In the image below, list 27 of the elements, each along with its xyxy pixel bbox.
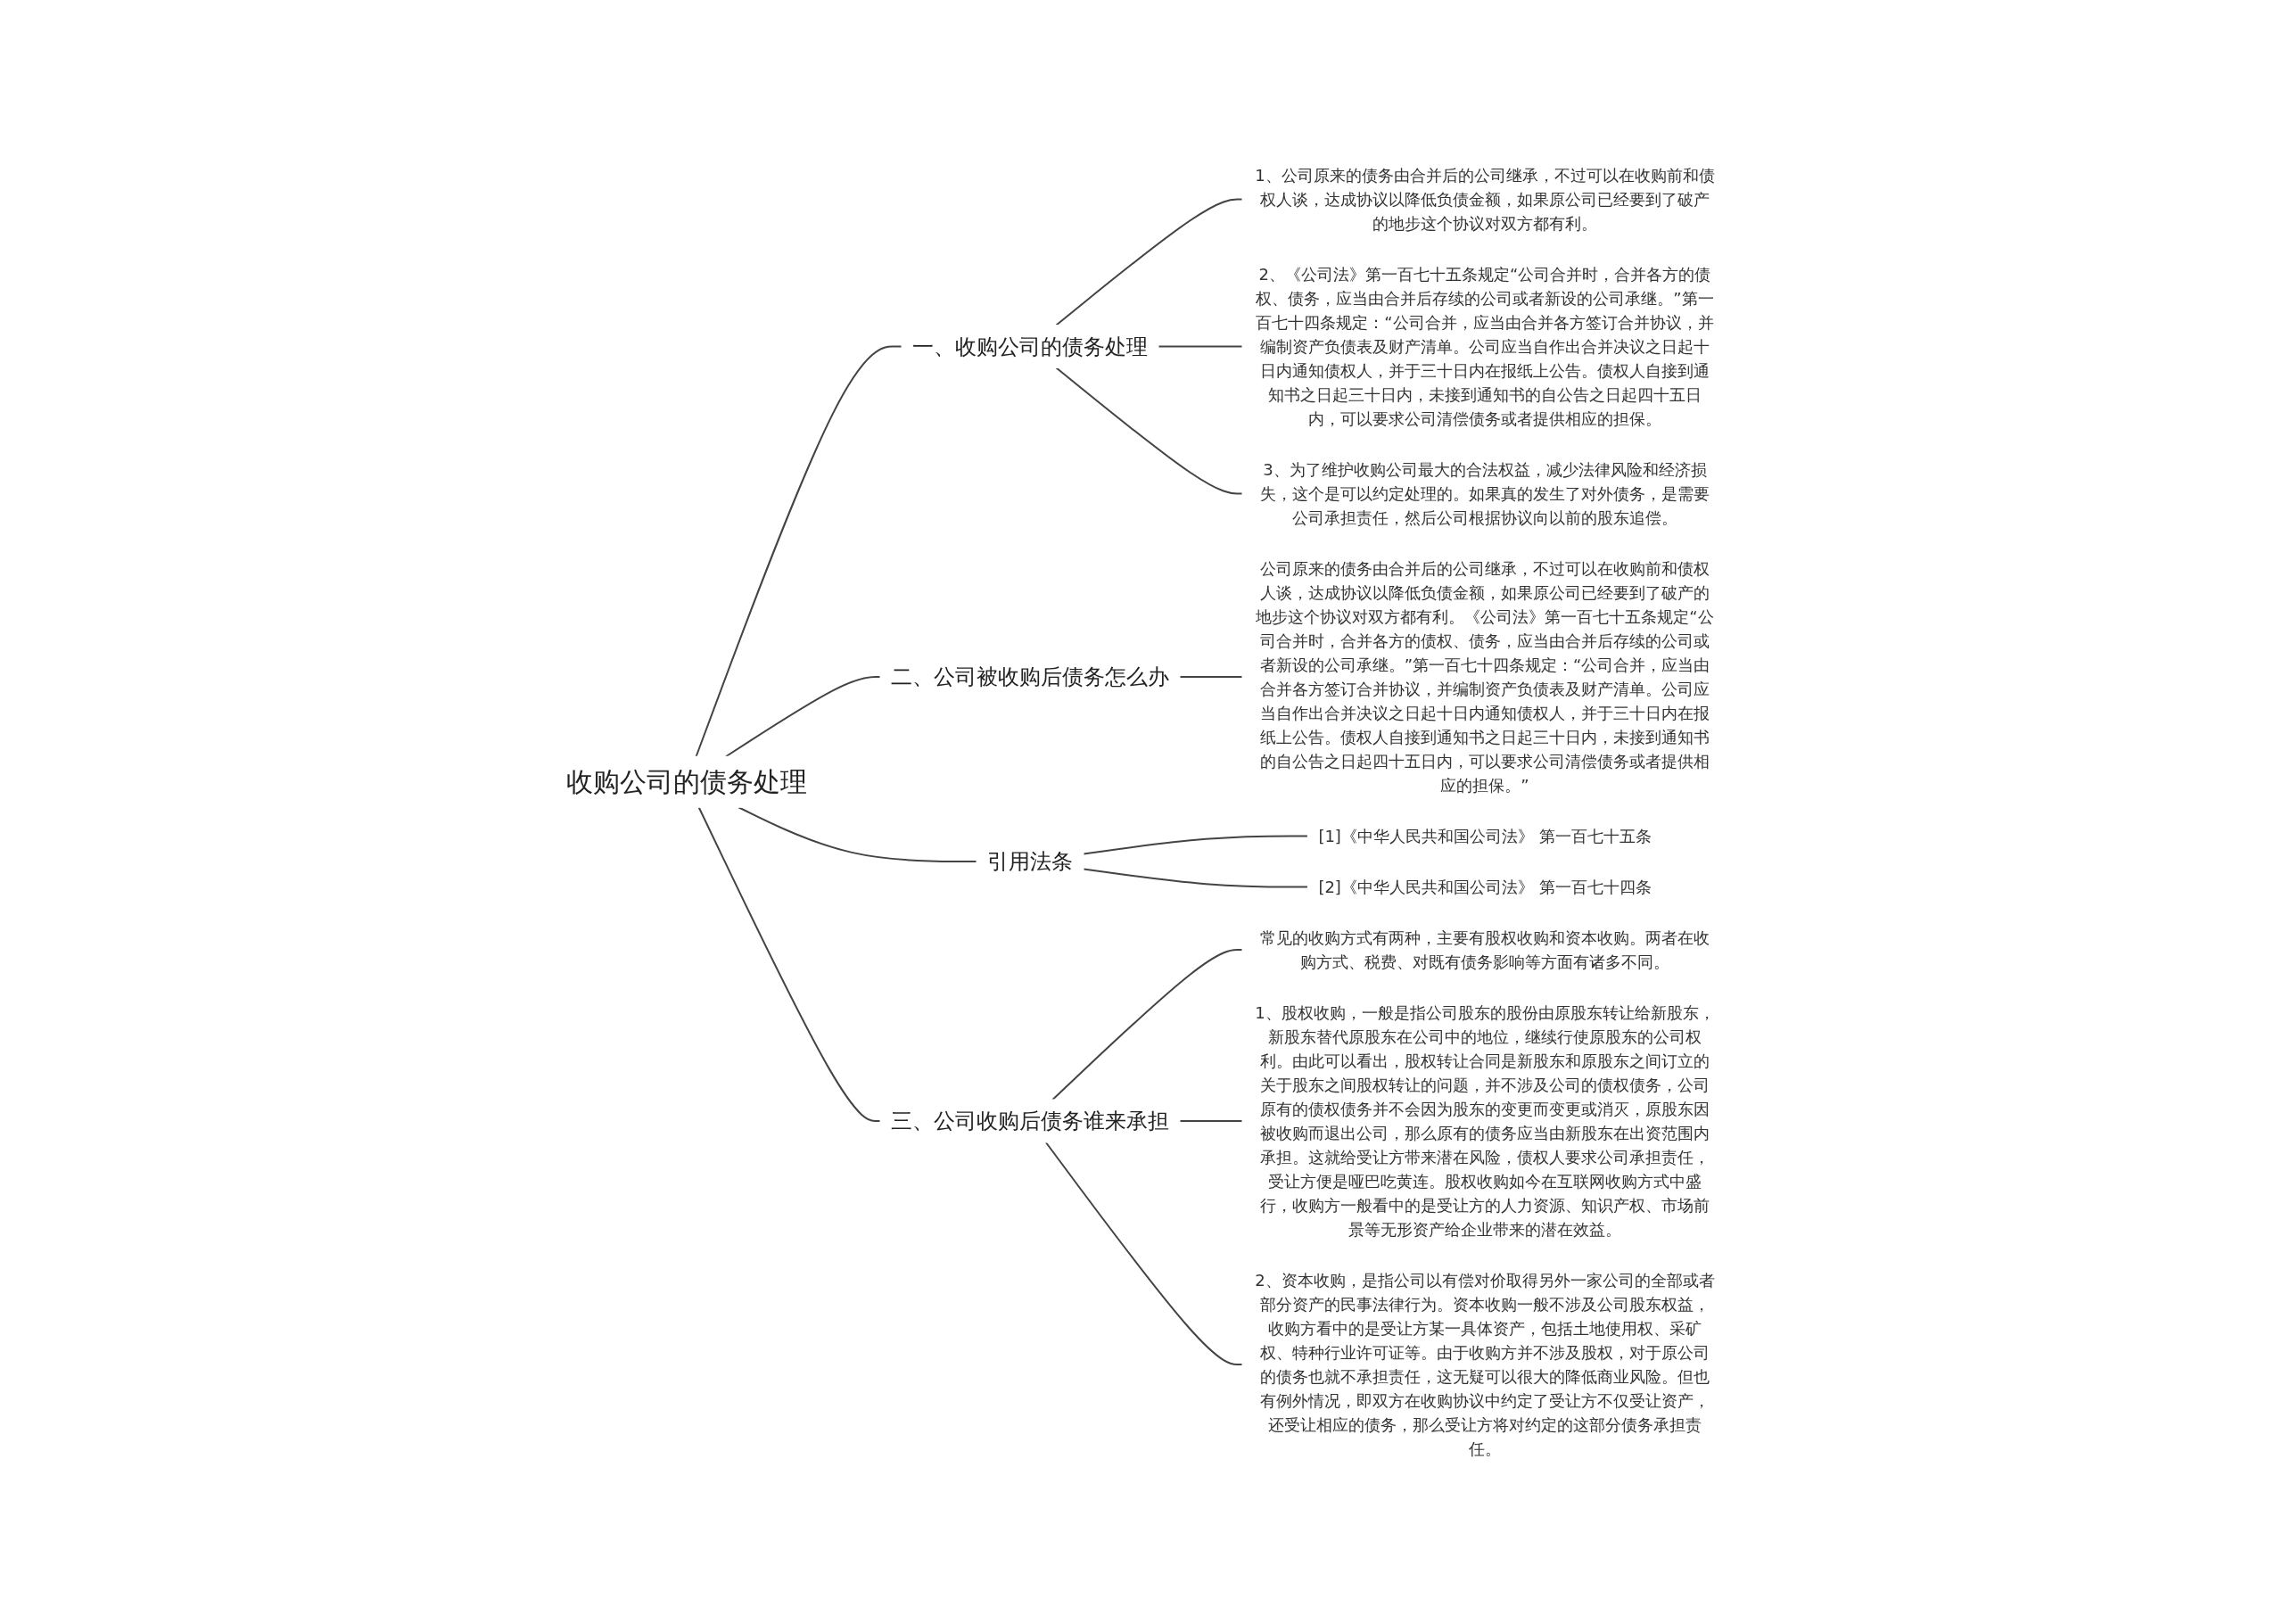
node-text: 三、公司收购后债务谁来承担	[891, 1109, 1169, 1134]
connector	[1044, 1142, 1243, 1365]
node-text: 二、公司被收购后债务怎么办	[891, 664, 1169, 689]
connector	[1083, 835, 1309, 855]
connector	[1179, 676, 1243, 678]
connector	[1179, 1120, 1243, 1122]
connector	[1158, 345, 1243, 348]
node-text: 常见的收购方式有两种，主要有股权收购和资本收购。两者在收购方式、税费、对既有债务影响等方面有诸多不同。	[1260, 928, 1710, 971]
node-text: 2、《公司法》第一百七十五条规定“公司合并时，合并各方的债权、债务，应当由合并后存续的公司或者新设的公司承继。”第一百七十四条规定：“公司合并，应当由合并各方签订合并协议，并编制资产负债表及财产清单。公司应当自作出合并决议之日起十日内通知债权人，并于三十日内在报纸上公告。债权人自接到通知书之日起三十日内，未接到通知书的自公告之日起四十五日内，可以要求公司清偿债务或者提供相应的担保。	[1256, 265, 1714, 428]
connector	[725, 676, 881, 758]
node-text: 一、收购公司的债务处理	[912, 334, 1148, 359]
connector	[1055, 367, 1243, 495]
connector	[695, 345, 902, 758]
connector	[1083, 868, 1309, 888]
node-text: 1、公司原来的债务由合并后的公司继承，不过可以在收购前和债权人谈，达成协议以降低负债金额，如果原公司已经要到了破产的地步这个协议对双方都有利。	[1255, 166, 1715, 233]
node-text: 3、为了维护收购公司最大的合法权益，减少法律风险和经济损失，这个是可以约定处理的。如果真的发生了对外债务，是需要公司承担责任，然后公司根据协议向以前的股东追偿。	[1260, 460, 1710, 527]
connector	[1051, 949, 1243, 1101]
node-text: 1、股权收购，一般是指公司股东的股份由原股东转让给新股东，新股东替代原股东在公司中的地位，继续行使原股东的公司权利。由此可以看出，股权转让合同是新股东和原股东之间订立的关于股东之间股权转让的问题，并不涉及公司的债权债务，公司原有的债权债务并不会因为股东的变更而变更或消灭，原股东因被收购而退出公司，那么原有的债务应当由新股东在出资范围内承担。这就给受让方带来潜在风险，债权人要求公司承担责任，受让方便是哑巴吃黄连。股权收购如今在互联网收购方式中盛行，收购方一般看中的是受让方的人力资源、知识产权、市场前景等无形资产给企业带来的潜在效益。	[1255, 1003, 1715, 1239]
connector	[738, 806, 977, 862]
node-text: 公司原来的债务由合并后的公司继承，不过可以在收购前和债权人谈，达成协议以降低负债金额，如果原公司已经要到了破产的地步这个协议对双方都有利。《公司法》第一百七十五条规定“公司合并时，合并各方的债权、债务，应当由合并后存续的公司或者新设的公司承继。”第一百七十四条规定：“公司合并，应当由合并各方签订合并协议，并编制资产负债表及财产清单。公司应当自作出合并决议之日起十日内通知债权人，并于三十日内在报纸上公告。债权人自接到通知书之日起三十日内，未接到通知书的自公告之日起四十五日内，可以要求公司清偿债务或者提供相应的担保。”	[1256, 559, 1714, 795]
node-text: [2]《中华人民共和国公司法》 第一百七十四条	[1318, 878, 1652, 896]
node-text: [1]《中华人民共和国公司法》 第一百七十五条	[1318, 827, 1652, 845]
connector	[697, 806, 881, 1122]
node-text: 引用法条	[987, 849, 1073, 874]
node-text: 收购公司的债务处理	[566, 766, 807, 798]
connector	[1055, 198, 1243, 326]
node-text: 2、资本收购，是指公司以有偿对价取得另外一家公司的全部或者部分资产的民事法律行为。资本收购一般不涉及公司股东权益，收购方看中的是受让方某一具体资产，包括土地使用权、采矿权、特种行业许可证等。由于收购方并不涉及股权，对于原公司的债务也就不承担责任，这无疑可以很大的降低商业风险。但也有例外情况，即双方在收购协议中约定了受让方不仅受让资产，还受让相应的债务，那么受让方将对约定的这部分债务承担责任。	[1255, 1271, 1715, 1458]
